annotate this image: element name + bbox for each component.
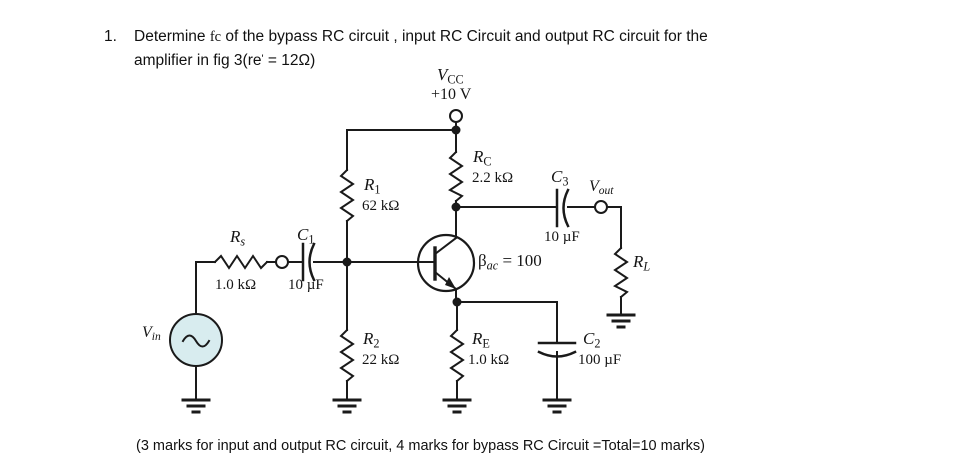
transistor-collector-lead: [433, 236, 458, 256]
vout-label: Vout: [589, 178, 614, 198]
rc-value: 2.2 kΩ: [472, 170, 514, 186]
ground-symbol-rl: [606, 313, 636, 329]
rl-ref-sub: L: [643, 259, 651, 274]
resistor-re: [449, 328, 465, 383]
sine-wave-icon: [181, 334, 211, 348]
r2-ref-main: R: [363, 329, 374, 348]
ground-symbol-re: [442, 398, 472, 414]
vcc-voltage-value: +10 V: [431, 86, 472, 103]
resistor-rl: [613, 246, 629, 299]
vin-label: Vin: [142, 324, 161, 344]
r1-ref-main: R: [364, 175, 375, 194]
ground-symbol-c2: [542, 398, 572, 414]
rs-ref-label: Rs: [230, 228, 245, 248]
c1-ref-label: C1: [297, 226, 314, 246]
question-number: 1.: [104, 28, 117, 45]
input-terminal-node: [275, 255, 289, 269]
marks-note: (3 marks for input and output RC circuit…: [136, 438, 705, 454]
vin-label-sub: in: [151, 331, 161, 344]
c1-ref-main: C: [297, 225, 309, 244]
question-fc-symbol: fc: [209, 29, 222, 45]
c1-value: 10 µF: [288, 277, 324, 293]
emitter-arrow-icon: [445, 277, 456, 289]
rs-ref-main: R: [230, 227, 241, 246]
vout-terminal-node: [594, 200, 608, 214]
c2-ref-main: C: [583, 329, 595, 348]
ground-symbol-r2: [332, 398, 362, 414]
question-line1-part-a: Determine: [134, 28, 210, 45]
rc-ref-sub: C: [483, 154, 492, 169]
beta-subscript: ac: [486, 258, 499, 273]
capacitor-c1: [301, 242, 316, 282]
re-value: 1.0 kΩ: [468, 352, 510, 368]
beta-ac-label: βac = 100: [478, 252, 542, 272]
vcc-label-main: V: [437, 65, 448, 84]
re-ref-sub: E: [482, 336, 490, 351]
resistor-r2: [339, 328, 355, 383]
beta-value: = 100: [498, 251, 542, 270]
c3-value: 10 µF: [544, 229, 580, 245]
question-line2-part-a: amplifier in fig 3(re: [134, 52, 262, 69]
vin-label-main: V: [142, 324, 152, 341]
rc-ref-label: RC: [473, 148, 492, 168]
c3-ref-main: C: [551, 167, 563, 186]
resistor-rc: [448, 150, 464, 203]
vcc-terminal-node: [449, 109, 463, 123]
r1-ref-sub: 1: [374, 182, 381, 197]
c1-ref-sub: 1: [308, 232, 315, 247]
r2-ref-sub: 2: [373, 336, 380, 351]
r2-ref-label: R2: [363, 330, 380, 350]
rs-ref-sub: s: [240, 234, 246, 249]
question-block: 1. Determine fc of the bypass RC circuit…: [104, 26, 894, 72]
resistor-r1: [339, 168, 355, 223]
re-ref-label: RE: [472, 330, 490, 350]
c2-value: 100 µF: [578, 352, 622, 368]
c3-ref-sub: 3: [562, 174, 569, 189]
rl-ref-main: R: [633, 252, 644, 271]
question-line2-part-b: = 12Ω): [263, 52, 316, 69]
r1-ref-label: R1: [364, 176, 381, 196]
rc-ref-main: R: [473, 147, 484, 166]
rl-ref-label: RL: [633, 253, 650, 273]
vout-label-main: V: [589, 178, 599, 195]
vout-label-sub: out: [598, 185, 614, 198]
resistor-rs: [213, 254, 269, 270]
re-ref-main: R: [472, 329, 483, 348]
vcc-label: VCC: [437, 66, 464, 86]
ground-symbol-vin: [181, 398, 211, 414]
rs-value: 1.0 kΩ: [215, 277, 257, 293]
question-text: Determine fc of the bypass RC circuit , …: [134, 26, 708, 72]
beta-symbol: β: [478, 251, 487, 270]
re-prime-mark: ': [261, 53, 264, 65]
r2-value: 22 kΩ: [362, 352, 400, 368]
c3-ref-label: C3: [551, 168, 568, 188]
vcc-label-sub: CC: [447, 72, 464, 87]
r1-value: 62 kΩ: [362, 198, 400, 214]
c2-ref-sub: 2: [594, 336, 601, 351]
question-line1-part-b: of the bypass RC circuit , input RC Circ…: [221, 28, 708, 45]
capacitor-c3: [555, 188, 570, 228]
c2-ref-label: C2: [583, 330, 600, 350]
